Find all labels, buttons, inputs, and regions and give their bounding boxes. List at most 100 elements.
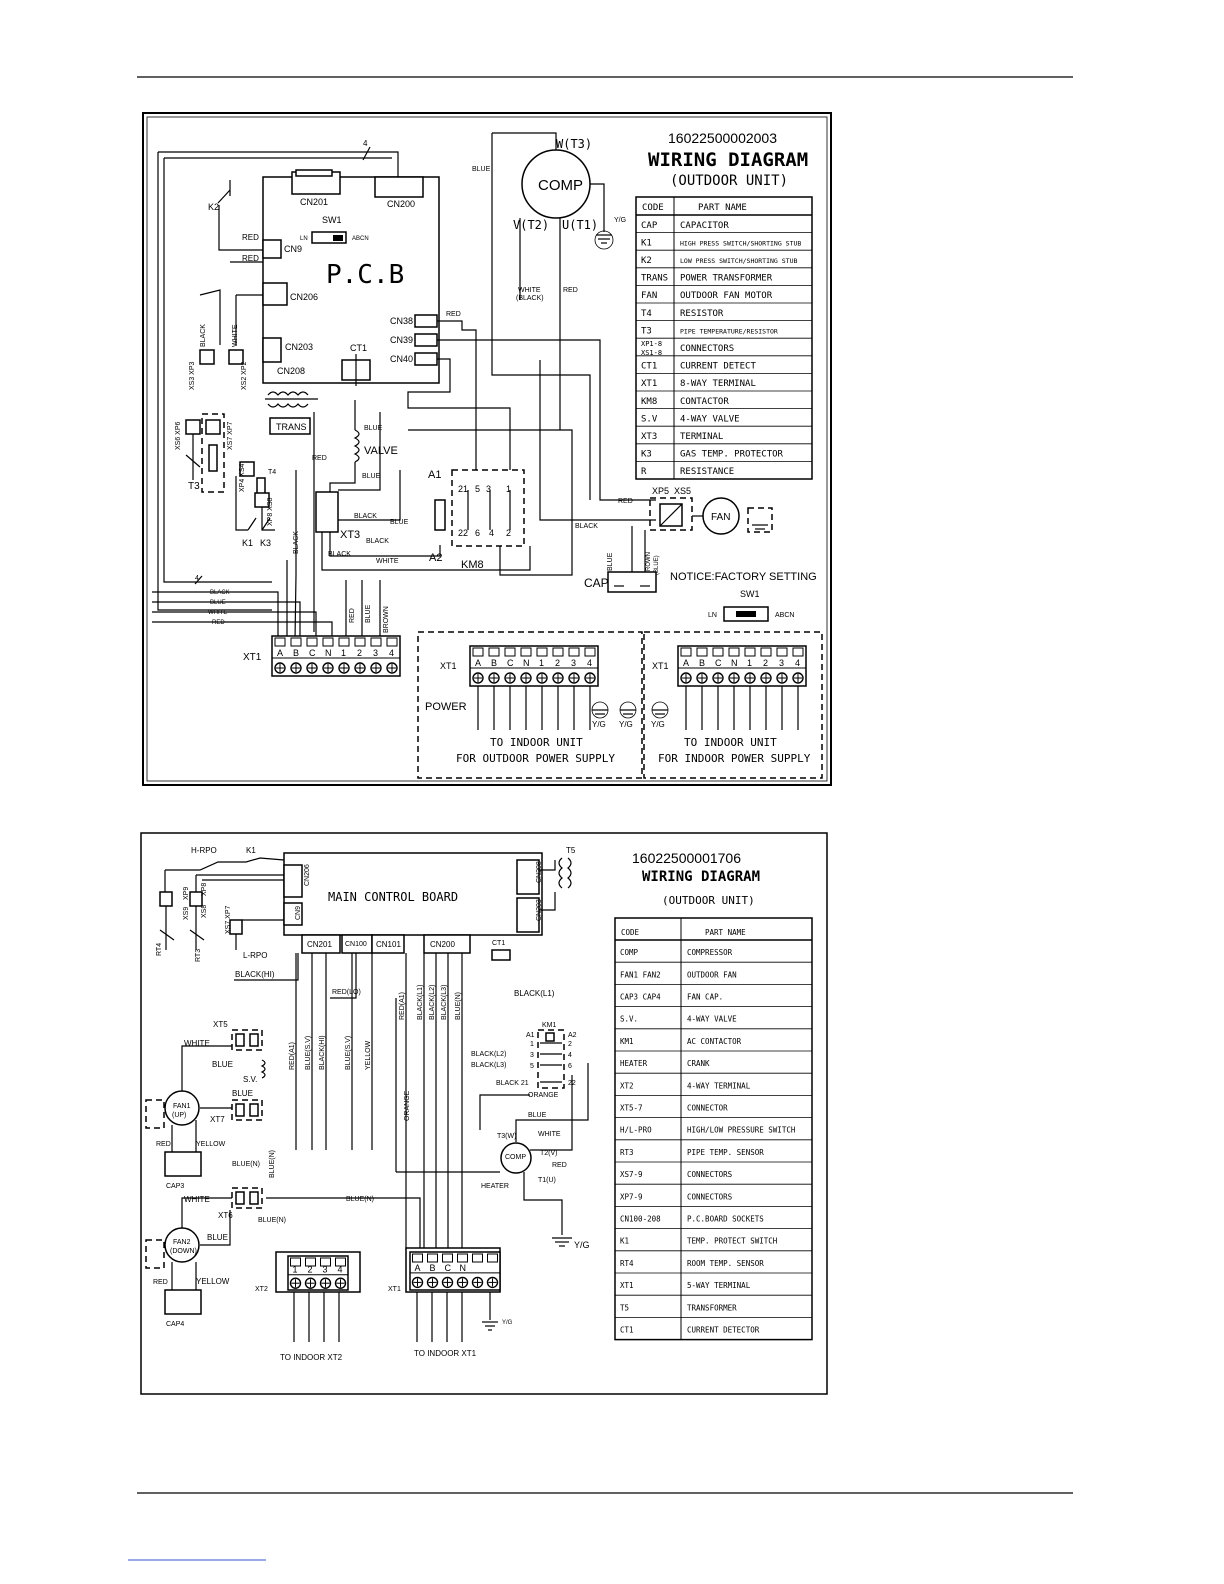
table-row-code: T3 — [641, 326, 652, 336]
terminal-screw-top — [792, 647, 804, 657]
terminal-label: 2 — [555, 658, 560, 668]
terminal-screw-top — [712, 647, 724, 657]
table-row-part: 8-WAY TERMINAL — [680, 379, 756, 389]
terminal-screw-top — [306, 637, 318, 647]
table-row-code: FAN1 FAN2 — [620, 970, 661, 979]
svg-text:XT1: XT1 — [440, 661, 457, 671]
svg-text:XT1: XT1 — [388, 1286, 401, 1293]
terminal-screw-top — [370, 637, 382, 647]
wire-label: BLACK(L1) — [417, 985, 424, 1020]
svg-text:FOR OUTDOOR POWER SUPPLY: FOR OUTDOOR POWER SUPPLY — [456, 752, 615, 765]
xs6-xp6-connector — [185, 419, 201, 435]
table-row-code: XP7-9 — [620, 1192, 643, 1201]
cn39-socket — [414, 333, 438, 347]
terminal-screw-top — [354, 637, 366, 647]
svg-text:WHITE: WHITE — [184, 1039, 210, 1048]
table-row-part: TEMP. PROTECT SWITCH — [687, 1237, 778, 1246]
svg-text:WHITE: WHITE — [538, 1131, 561, 1138]
table-row-code: KM8 — [641, 397, 657, 407]
svg-text:A1: A1 — [526, 1032, 535, 1039]
svg-text:FAN: FAN — [711, 512, 730, 523]
svg-text:Y/G: Y/G — [651, 720, 665, 729]
compressor-2 — [500, 1142, 532, 1174]
terminal-screw-top — [274, 637, 286, 647]
svg-text:BLACK(HI): BLACK(HI) — [235, 970, 275, 979]
svg-text:22: 22 — [458, 528, 468, 538]
svg-text:RT4: RT4 — [156, 943, 163, 956]
svg-text:XT1: XT1 — [243, 652, 262, 663]
cn200-label: CN200 — [387, 199, 415, 209]
km1-contact-number: 5 — [530, 1063, 534, 1070]
svg-text:Y/G: Y/G — [592, 720, 606, 729]
terminal-screw-top — [338, 637, 350, 647]
diagram1-frame — [142, 112, 832, 786]
svg-text:XP4 XS4: XP4 XS4 — [239, 463, 246, 492]
terminal-screw-top — [536, 647, 548, 657]
svg-text:CN200: CN200 — [430, 940, 455, 949]
terminal-screw — [304, 1277, 317, 1289]
svg-text:TO INDOOR UNIT: TO INDOOR UNIT — [490, 736, 583, 749]
terminal-label: 4 — [389, 648, 394, 658]
table-row-code: XS7-9 — [620, 1170, 643, 1179]
terminal-label: 1 — [293, 1265, 298, 1275]
svg-text:Y/G: Y/G — [574, 1240, 590, 1250]
table-row-part: CAPACITOR — [680, 221, 729, 231]
svg-text:CN206: CN206 — [290, 292, 318, 302]
table-row-code: K3 — [641, 450, 652, 460]
svg-text:LN: LN — [300, 236, 308, 242]
svg-text:XS8: XS8 — [201, 905, 208, 918]
table-row-code: CAP — [641, 221, 658, 231]
pcb-board — [262, 176, 440, 384]
table-row-code: CN100-208 — [620, 1215, 661, 1224]
svg-text:BLACK: BLACK — [575, 523, 598, 530]
terminal-screw-top — [584, 647, 596, 657]
diagram2-title: WIRING DIAGRAM — [642, 869, 760, 885]
table-row-part: OUTDOOR FAN — [687, 970, 737, 979]
table-row-part: 5-WAY TERMINAL — [687, 1281, 751, 1290]
terminal-screw — [322, 662, 334, 674]
terminal-screw — [456, 1276, 469, 1289]
svg-text:Y/G: Y/G — [502, 1320, 513, 1326]
main-control-board — [283, 852, 543, 936]
svg-text:BLACK: BLACK — [200, 324, 207, 347]
svg-text:BLUE(N): BLUE(N) — [269, 1150, 276, 1178]
terminal-label: A — [277, 648, 283, 658]
svg-text:6: 6 — [475, 528, 480, 538]
terminal-screw — [760, 672, 772, 684]
terminal-screw — [289, 1277, 302, 1289]
table-row-code: XP1-8 — [641, 340, 662, 348]
terminal-label: C — [309, 648, 316, 658]
diagram2-subtitle: (OUTDOOR UNIT) — [662, 894, 755, 907]
terminal-label: B — [491, 658, 497, 668]
table-row-part: CONNECTOR — [687, 1104, 728, 1113]
table-row-part: CURRENT DETECTOR — [687, 1326, 760, 1335]
cn203-socket — [262, 337, 282, 363]
table-row-code: S.V — [641, 414, 658, 424]
svg-text:CN9: CN9 — [284, 244, 302, 254]
svg-text:(UP): (UP) — [172, 1112, 186, 1119]
table-row-code: S.V. — [620, 1015, 638, 1024]
table-row-code: T5 — [620, 1303, 629, 1312]
terminal-screw — [386, 662, 398, 674]
wire-label: BLACK(L3) — [441, 985, 448, 1020]
terminal-screw-top — [487, 1253, 498, 1263]
svg-text:(BLACK): (BLACK) — [516, 295, 544, 302]
xt3-terminal — [315, 491, 339, 533]
svg-text:RED(LO): RED(LO) — [332, 989, 361, 996]
svg-text:RED: RED — [446, 311, 461, 318]
terminal-screw — [488, 672, 500, 684]
svg-text:5: 5 — [475, 484, 480, 494]
svg-text:BROWN: BROWN — [383, 606, 390, 633]
table-row-part: RESISTANCE — [680, 467, 734, 477]
wire-label: RED(A1) — [399, 992, 406, 1020]
table-row-part: P.C.BOARD SOCKETS — [687, 1215, 764, 1224]
svg-text:BLUE(N): BLUE(N) — [346, 1196, 374, 1203]
svg-text:K3: K3 — [260, 538, 271, 548]
table-row-code: R — [641, 467, 647, 477]
svg-text:KM1: KM1 — [542, 1022, 557, 1029]
terminal-label: 4 — [338, 1265, 343, 1275]
km1-contactor — [537, 1029, 565, 1089]
svg-text:CN38: CN38 — [390, 316, 413, 326]
svg-text:XS6 XP6: XS6 XP6 — [175, 421, 182, 450]
svg-text:XT3: XT3 — [340, 529, 360, 541]
